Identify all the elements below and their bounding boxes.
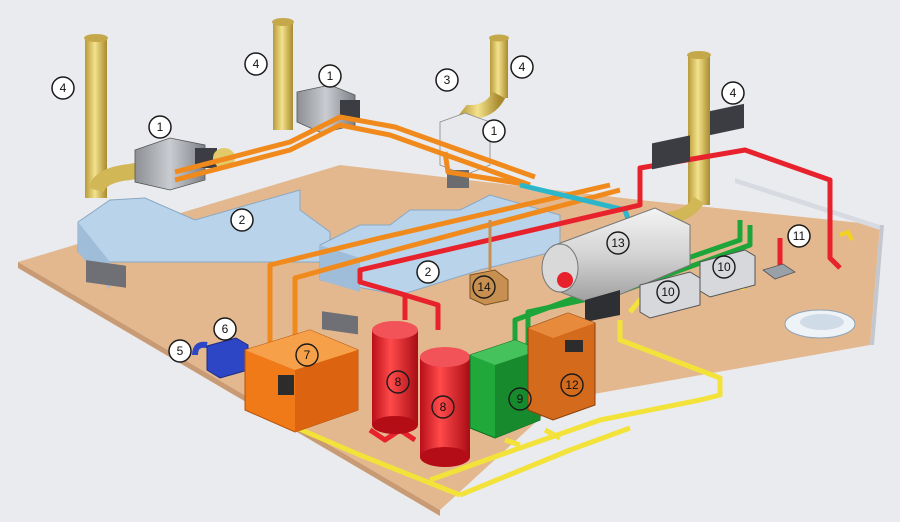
- heat-exchanger-10a: [639, 135, 701, 319]
- svg-text:8: 8: [440, 400, 447, 414]
- storage-tank-8a: [372, 321, 418, 434]
- svg-text:7: 7: [304, 348, 311, 362]
- svg-text:1: 1: [491, 124, 498, 138]
- svg-text:1: 1: [327, 69, 334, 83]
- svg-text:1: 1: [157, 120, 164, 134]
- floor-front-edge: [18, 262, 440, 516]
- callout-2-left: 2: [230, 208, 254, 232]
- storage-tank-8b: [420, 347, 470, 467]
- water-heater-11: [762, 229, 854, 280]
- boiler-7: [244, 329, 359, 433]
- chimney-2: [272, 18, 294, 130]
- svg-text:13: 13: [611, 236, 625, 250]
- back-wall: [735, 178, 880, 230]
- air-duct-left: [77, 189, 331, 290]
- svg-text:8: 8: [395, 375, 402, 389]
- svg-text:11: 11: [793, 229, 806, 243]
- svg-text:12: 12: [565, 378, 579, 392]
- callout-14: 14: [472, 275, 496, 299]
- chimney-1: [84, 34, 108, 198]
- right-wall: [870, 225, 884, 345]
- callout-1-right: 1: [482, 119, 506, 143]
- callout-5: 5: [168, 339, 192, 363]
- svg-text:5: 5: [177, 344, 184, 358]
- svg-text:2: 2: [425, 265, 432, 279]
- svg-text:2: 2: [239, 213, 246, 227]
- expansion-tank-14: [469, 220, 509, 306]
- svg-text:14: 14: [477, 280, 491, 294]
- callout-3: 3: [435, 68, 459, 92]
- callout-10-right: 10: [712, 255, 736, 279]
- callout-9: 9: [508, 387, 532, 411]
- callout-1-left: 1: [148, 115, 172, 139]
- svg-text:9: 9: [517, 392, 524, 406]
- svg-text:4: 4: [519, 60, 526, 74]
- svg-text:3: 3: [444, 73, 451, 87]
- svg-text:4: 4: [253, 57, 260, 71]
- svg-text:10: 10: [661, 285, 675, 299]
- air-handler-1: [134, 137, 235, 191]
- callout-6: 6: [213, 317, 237, 341]
- callout-2-right: 2: [416, 260, 440, 284]
- callout-11: 11: [787, 224, 811, 248]
- control-panel-12: [527, 312, 596, 421]
- callout-12: 12: [560, 373, 584, 397]
- callout-4-left: 4: [244, 52, 268, 76]
- air-handler-2: [296, 84, 360, 134]
- callout-4-far-left: 4: [51, 76, 75, 100]
- red-pipe-network: [357, 147, 842, 443]
- svg-text:4: 4: [730, 86, 737, 100]
- chimney-3: [454, 34, 509, 130]
- boiler-13: [541, 207, 691, 322]
- callout-7: 7: [295, 343, 319, 367]
- callout-10-left: 10: [656, 280, 680, 304]
- callout-4-far-right: 4: [721, 81, 745, 105]
- flue-connector-1: [88, 160, 152, 193]
- chimney-4: [687, 51, 711, 205]
- callout-8-right: 8: [431, 395, 455, 419]
- orange-pipe-network: [174, 114, 621, 345]
- svg-text:6: 6: [222, 322, 229, 336]
- callout-4-right: 4: [510, 55, 534, 79]
- callout-13: 13: [606, 231, 630, 255]
- svg-text:10: 10: [717, 260, 731, 274]
- callout-1-center: 1: [318, 64, 342, 88]
- sink: [784, 309, 856, 339]
- callout-8-left: 8: [386, 370, 410, 394]
- svg-text:4: 4: [60, 81, 67, 95]
